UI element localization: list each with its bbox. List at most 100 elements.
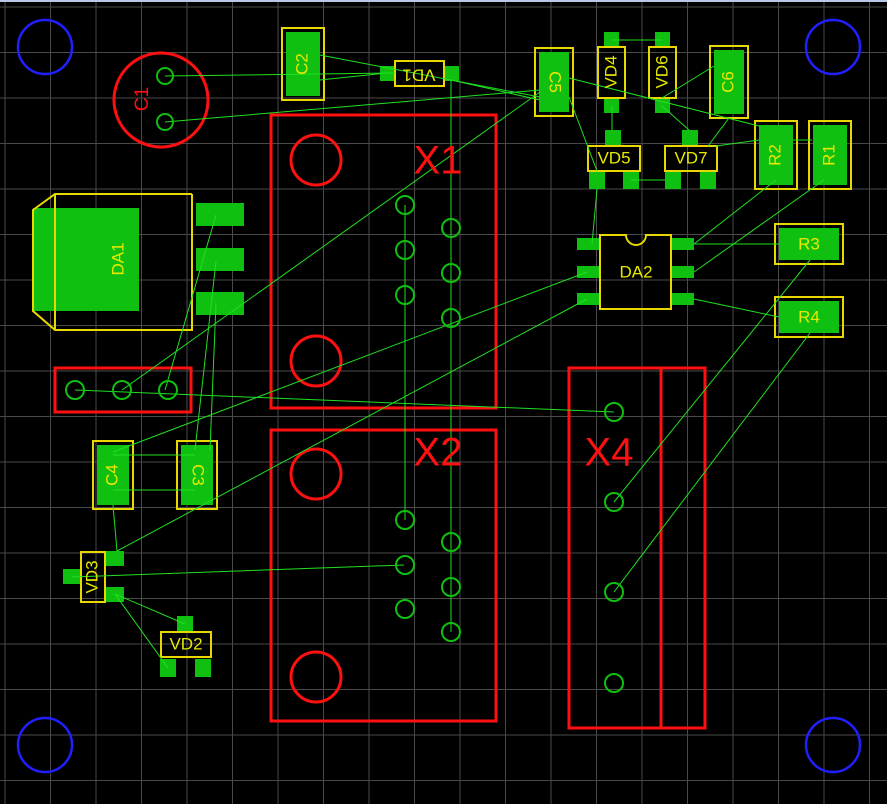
x2-pin-4 — [441, 532, 461, 552]
vd4-outline[interactable] — [597, 46, 626, 99]
label-da2: DA2 — [619, 262, 652, 281]
label-r1: R1 — [819, 144, 838, 166]
mount-hole-bottom-right — [804, 716, 862, 774]
x4-outline[interactable] — [567, 366, 707, 730]
mounting-holes — [16, 18, 862, 774]
vd3-pad-tr — [106, 551, 124, 566]
vd7-pad-top — [682, 130, 698, 146]
vd2-pad-br — [195, 659, 211, 677]
c3-outline[interactable] — [176, 440, 218, 510]
x1-pin-5 — [441, 263, 461, 283]
r4-outline[interactable] — [774, 296, 844, 338]
x2-outline[interactable] — [269, 428, 498, 723]
vd4-pad-top — [604, 32, 619, 47]
x4-pin-2 — [604, 492, 624, 512]
vd2-outline[interactable] — [160, 631, 212, 658]
da2-pad-8 — [672, 238, 694, 250]
da1-tab — [33, 208, 139, 311]
x1-pin-4 — [441, 218, 461, 238]
label-r4: R4 — [798, 307, 820, 326]
x1-pin-1 — [395, 195, 415, 215]
c1-pin-1 — [156, 67, 174, 85]
x2-mount-hole-top — [289, 447, 343, 501]
label-da1: DA1 — [108, 242, 127, 275]
da1-pad-2 — [196, 248, 244, 271]
label-vd4: VD4 — [601, 55, 620, 88]
vd5-outline[interactable] — [587, 145, 641, 172]
c6-pad — [714, 50, 744, 114]
header-pin-1 — [65, 380, 85, 400]
da1-pad-1 — [196, 203, 244, 226]
pads — [33, 32, 847, 677]
label-vd2: VD2 — [169, 634, 202, 653]
da2-pad-7 — [672, 266, 694, 278]
x2-pin-2 — [395, 555, 415, 575]
c2-pad — [286, 32, 320, 96]
mount-hole-bottom-left — [16, 716, 74, 774]
x1-pin-6 — [441, 308, 461, 328]
x2-pin-6 — [441, 622, 461, 642]
mount-hole-top-left — [16, 18, 74, 76]
x4-pin-4 — [604, 673, 624, 693]
c1-outline[interactable] — [112, 51, 210, 149]
da2-pad-2 — [577, 266, 599, 278]
da1-pad-3 — [196, 292, 244, 315]
r2-outline[interactable] — [754, 120, 798, 190]
vd5-pad-top — [605, 130, 621, 146]
header-3pin-outline[interactable] — [53, 366, 193, 414]
through-holes — [65, 67, 624, 693]
label-c1: C1 — [132, 87, 153, 111]
label-r2: R2 — [765, 144, 784, 166]
label-x1: X1 — [414, 139, 463, 183]
r3-pad — [779, 228, 839, 260]
label-vd3: VD3 — [82, 560, 101, 593]
c2-outline[interactable] — [281, 27, 325, 101]
label-r3: R3 — [798, 234, 820, 253]
label-vd5: VD5 — [597, 148, 630, 167]
da2-outline[interactable] — [599, 234, 672, 310]
x2-mount-hole-bottom — [289, 650, 343, 704]
label-vd6: VD6 — [652, 55, 671, 88]
ratsnest — [71, 39, 825, 669]
label-c6: C6 — [718, 71, 737, 93]
header-pin-3 — [158, 380, 178, 400]
da2-pad-3 — [577, 293, 599, 305]
vd7-pad-br — [700, 171, 716, 189]
vd4-pad-bottom — [604, 98, 619, 113]
yellow-labels: C2 C5 C6 R1 R2 R3 R4 C4 C3 VD1 VD4 VD6 V… — [82, 53, 838, 653]
c5-pad — [539, 52, 569, 112]
x2-pin-1 — [395, 510, 415, 530]
x4-pin-3 — [604, 582, 624, 602]
vd6-pad-top — [655, 32, 670, 47]
x2-pin-3 — [395, 599, 415, 619]
x2-pin-5 — [441, 577, 461, 597]
r1-pad — [813, 125, 847, 185]
label-c3: C3 — [189, 464, 208, 486]
da2-pad-6 — [672, 293, 694, 305]
mount-hole-top-right — [804, 18, 862, 76]
red-labels: C1 X1 X2 X4 — [132, 87, 633, 475]
c5-outline[interactable] — [534, 47, 574, 117]
label-vd1: VD1 — [402, 66, 435, 85]
r1-outline[interactable] — [808, 120, 852, 190]
x4-pin-1 — [604, 402, 624, 422]
x1-mount-hole-top — [289, 133, 343, 187]
label-x4: X4 — [585, 431, 634, 475]
yellow-outlines — [32, 27, 852, 658]
vd1-pad-right — [444, 66, 459, 81]
label-c2: C2 — [292, 53, 311, 75]
r4-pad — [779, 301, 839, 333]
red-outlines — [53, 51, 707, 730]
header-pin-2 — [112, 380, 132, 400]
r2-pad — [759, 125, 793, 185]
da2-pad-1 — [577, 238, 599, 250]
label-vd7: VD7 — [674, 148, 707, 167]
x1-mount-hole-bottom — [289, 334, 343, 388]
vd7-pad-bl — [665, 171, 681, 189]
x1-pin-3 — [395, 285, 415, 305]
label-c5: C5 — [546, 71, 565, 93]
vd5-pad-bl — [589, 171, 605, 189]
vd7-outline[interactable] — [664, 145, 718, 172]
